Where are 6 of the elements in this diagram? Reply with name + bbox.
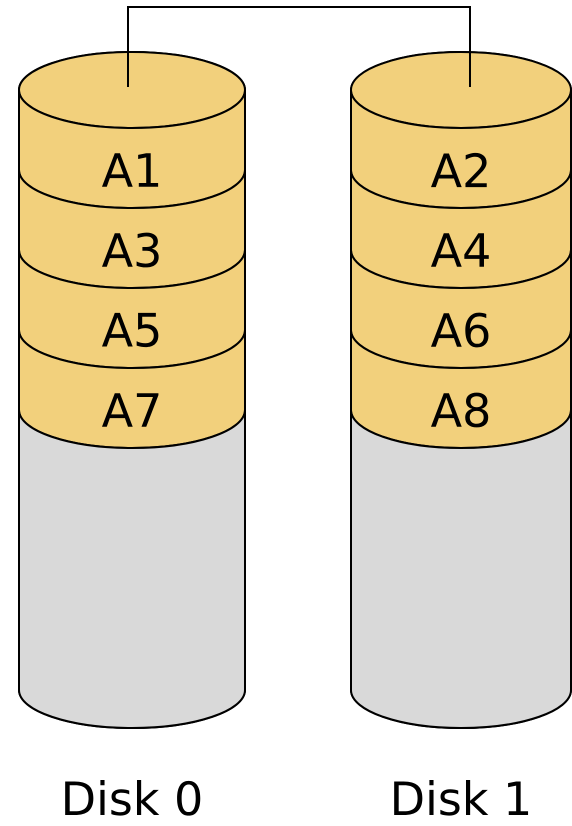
stripe-band: A1	[18, 89, 246, 209]
stripe-band: A2	[350, 89, 572, 209]
disk-label: Disk 1	[394, 780, 528, 816]
connector-line	[127, 6, 471, 87]
disk-label: Disk 0	[65, 780, 200, 816]
node-label: A8	[430, 392, 488, 428]
